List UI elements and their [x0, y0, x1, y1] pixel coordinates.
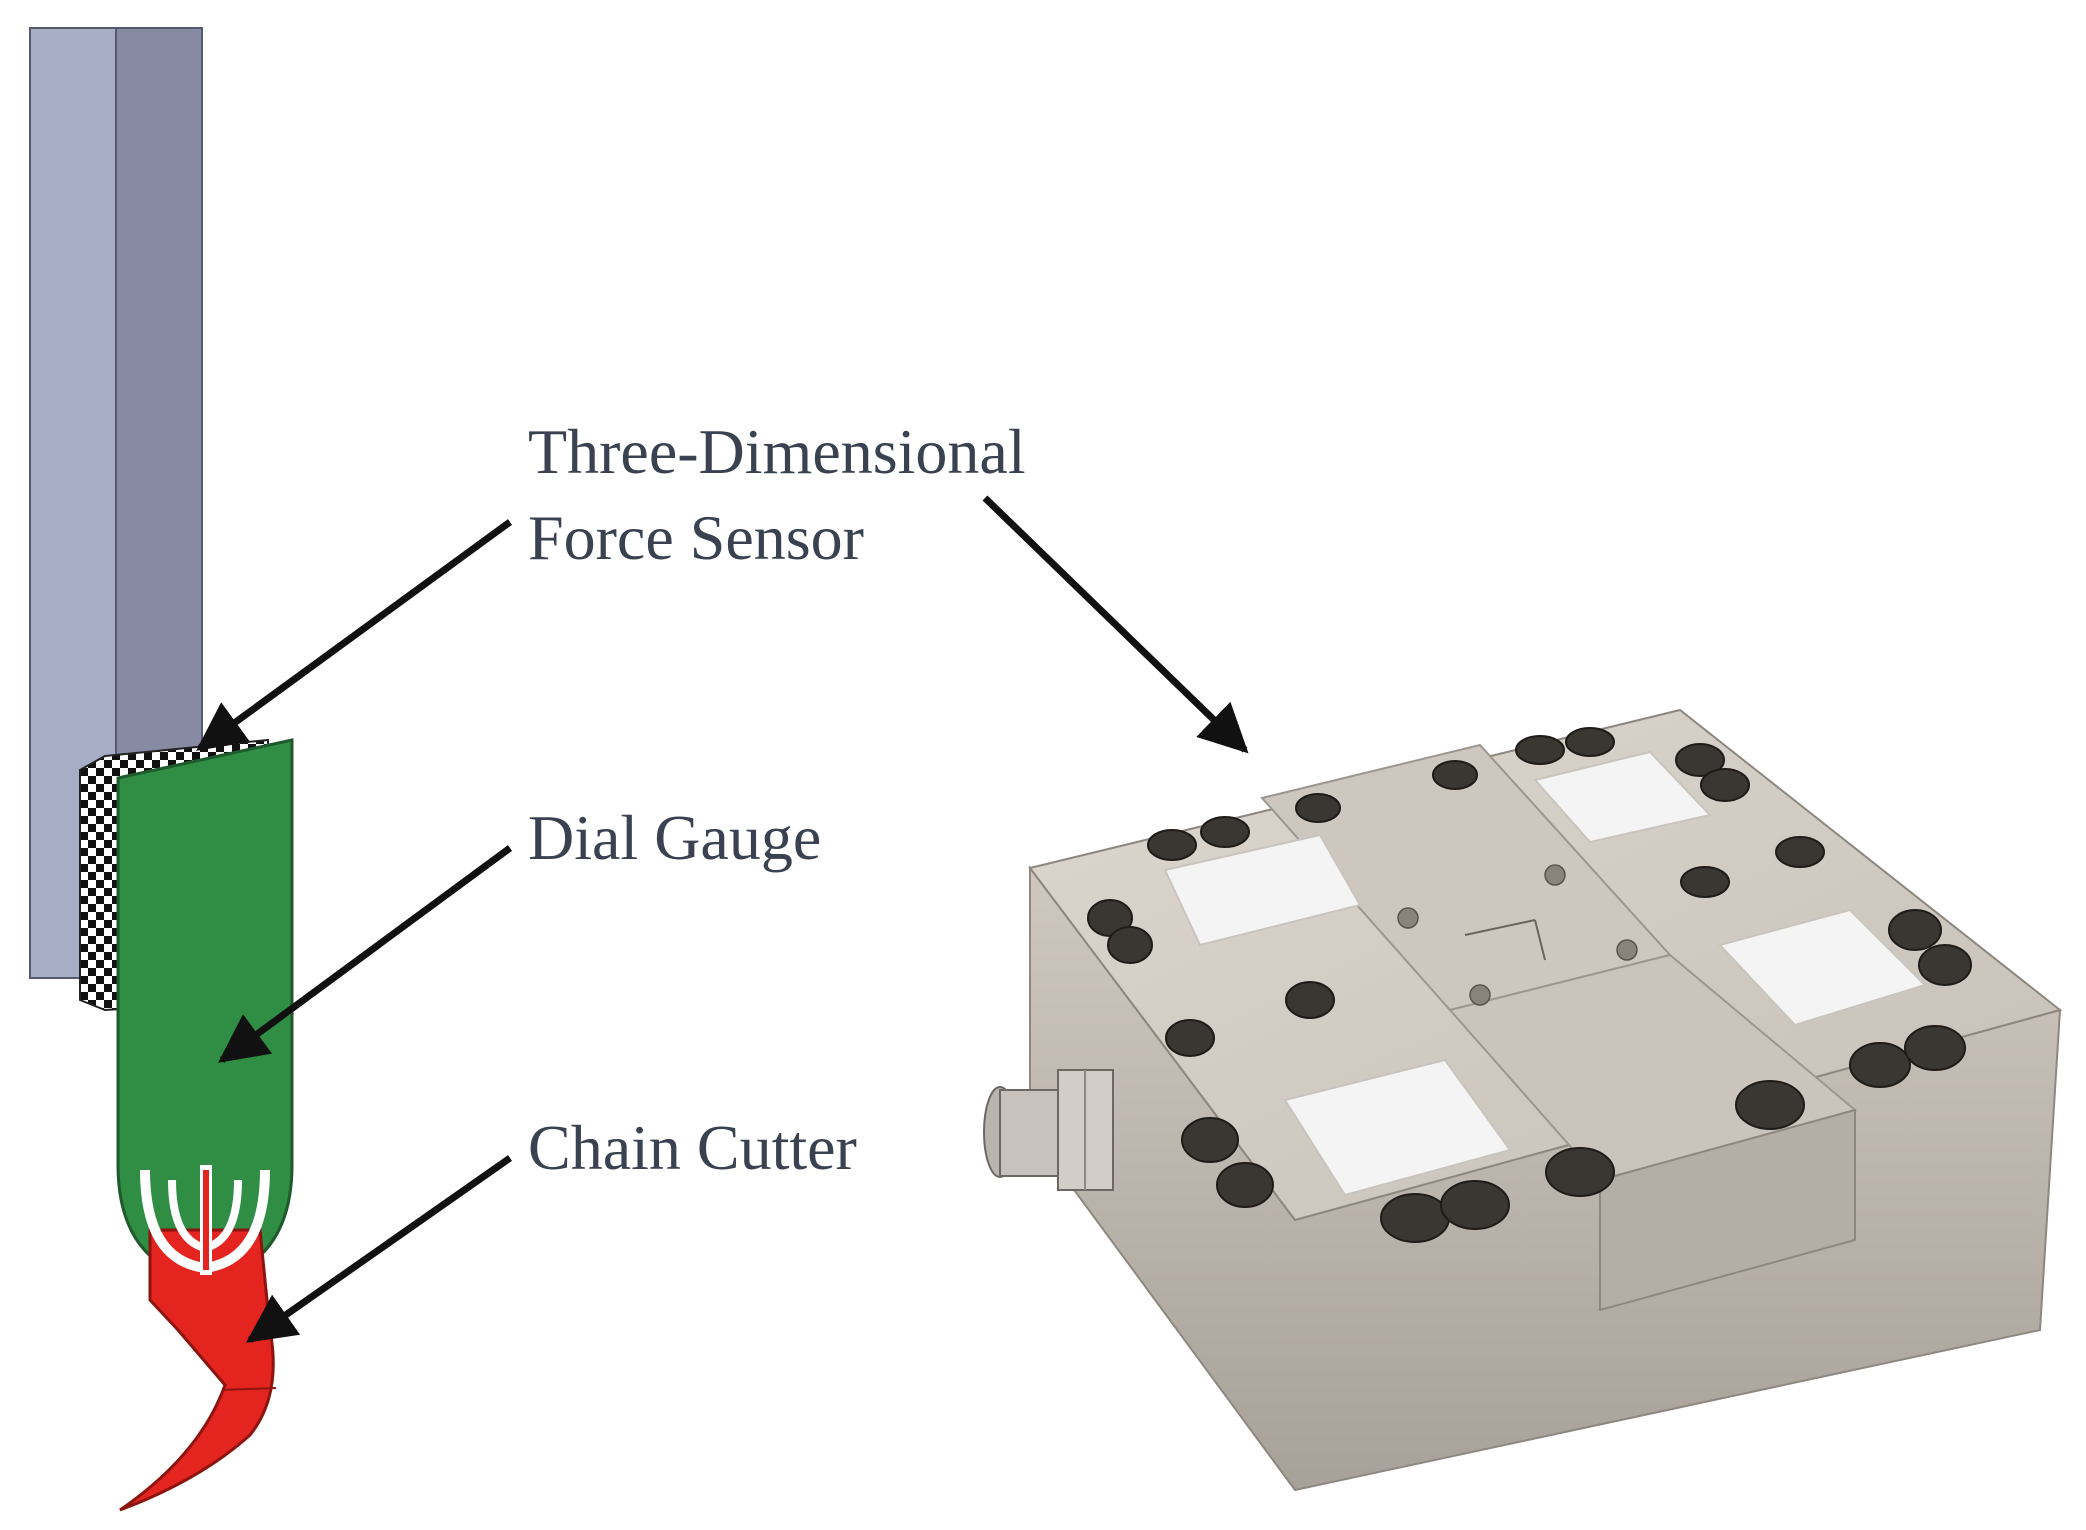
sensor-pocket — [1718, 908, 1927, 1027]
label-sensor-line2: Force Sensor — [528, 502, 864, 573]
arrow-icon — [196, 519, 513, 751]
force-sensor-photo — [983, 708, 2063, 1492]
label-dial-gauge: Dial Gauge — [528, 802, 822, 873]
sensor-holes — [1087, 727, 1972, 1243]
chain-cutter-cad — [119, 1228, 275, 1512]
sensor-pocket — [1163, 833, 1362, 947]
tool-assembly — [29, 27, 294, 1512]
arrow-icon — [218, 845, 513, 1063]
leader-arrows — [196, 495, 1249, 1343]
label-chain-cutter: Chain Cutter — [528, 1112, 857, 1183]
cable-connector-icon — [983, 1069, 1114, 1191]
label-sensor-line1: Three-Dimensional — [528, 416, 1026, 487]
arrow-icon — [245, 1155, 513, 1343]
sensor-pocket — [1533, 750, 1712, 844]
arrow-icon — [982, 495, 1249, 754]
sensor-pocket — [1283, 1058, 1512, 1197]
